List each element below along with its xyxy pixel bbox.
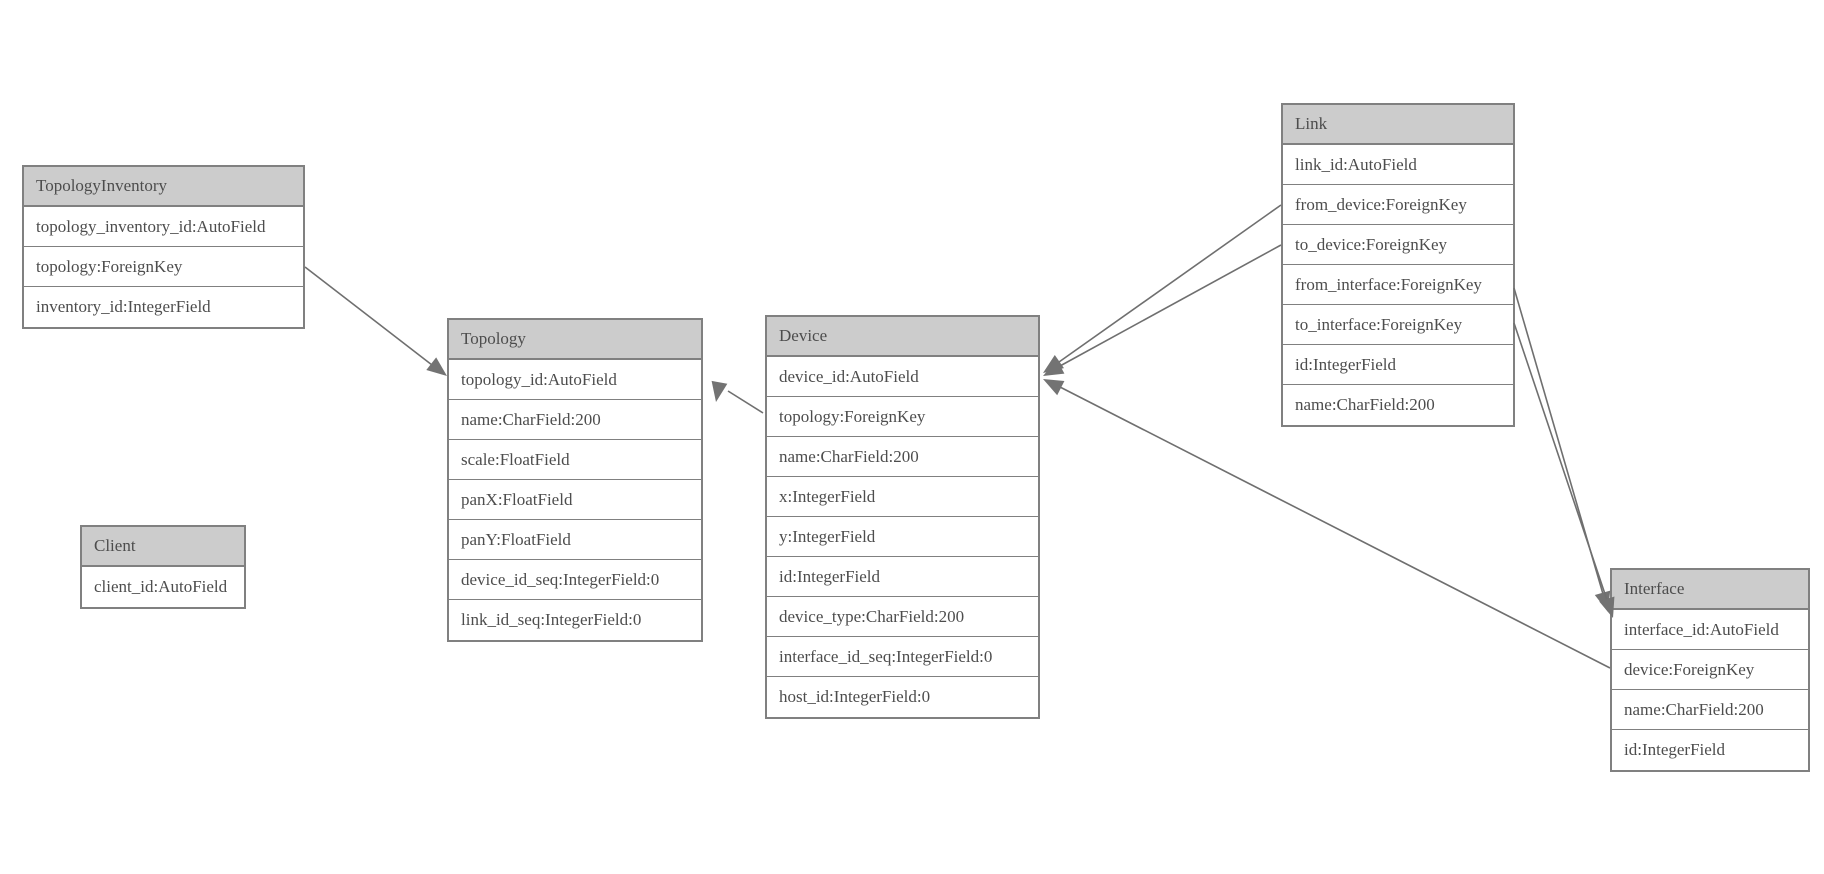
entity-field-row: name:CharField:200 [1612,690,1808,730]
entity-field-row: scale:FloatField [449,440,701,480]
relationship-line-device-to-topology [727,390,764,414]
relationship-line-link-from-device-to-device [1058,204,1282,363]
entity-field-row: x:IntegerField [767,477,1038,517]
entity-field-row: link_id:AutoField [1283,145,1513,185]
entity-field-row: to_interface:ForeignKey [1283,305,1513,345]
entity-field-row: to_device:ForeignKey [1283,225,1513,265]
arrowhead-icon [1043,379,1065,396]
entity-title: Topology [449,320,701,360]
arrowhead-icon [1594,590,1611,612]
relationship-line-link-to-interface-to-interface [1513,322,1608,601]
entity-title: Link [1283,105,1513,145]
entity-field-row: client_id:AutoField [82,567,244,607]
entity-field-row: topology_inventory_id:AutoField [24,207,303,247]
entity-field-row: id:IntegerField [767,557,1038,597]
relationship-line-link-from-interface-to-interface [1513,287,1604,595]
relationship-line-topologyinventory-to-topology [304,266,433,366]
entity-field-row: inventory_id:IntegerField [24,287,303,327]
entity-field-row: device:ForeignKey [1612,650,1808,690]
entity-field-row: topology:ForeignKey [24,247,303,287]
entity-title: Device [767,317,1038,357]
entity-field-row: id:IntegerField [1283,345,1513,385]
relationship-line-link-to-device-to-device [1059,244,1282,367]
entity-field-row: host_id:IntegerField:0 [767,677,1038,717]
entity-field-row: name:CharField:200 [1283,385,1513,425]
arrowhead-icon [426,357,447,376]
entity-field-row: device_id:AutoField [767,357,1038,397]
entity-field-row: device_id_seq:IntegerField:0 [449,560,701,600]
entity-field-row: from_interface:ForeignKey [1283,265,1513,305]
entity-field-row: topology:ForeignKey [767,397,1038,437]
entity-field-row: interface_id:AutoField [1612,610,1808,650]
entity-field-row: link_id_seq:IntegerField:0 [449,600,701,640]
entity-field-row: name:CharField:200 [449,400,701,440]
entity-field-row: topology_id:AutoField [449,360,701,400]
arrowhead-icon [711,380,728,402]
entity-title: Interface [1612,570,1808,610]
entity-title: TopologyInventory [24,167,303,207]
arrowhead-icon [1043,354,1064,373]
entity-field-row: panY:FloatField [449,520,701,560]
arrowhead-icon [1043,359,1065,376]
entity-field-row: y:IntegerField [767,517,1038,557]
entity-field-row: name:CharField:200 [767,437,1038,477]
entity-field-row: interface_id_seq:IntegerField:0 [767,637,1038,677]
entity-field-row: device_type:CharField:200 [767,597,1038,637]
entity-title: Client [82,527,244,567]
entity-field-row: panX:FloatField [449,480,701,520]
relationship-line-interface-to-device [1059,386,1611,669]
entity-field-row: from_device:ForeignKey [1283,185,1513,225]
entity-field-row: id:IntegerField [1612,730,1808,770]
